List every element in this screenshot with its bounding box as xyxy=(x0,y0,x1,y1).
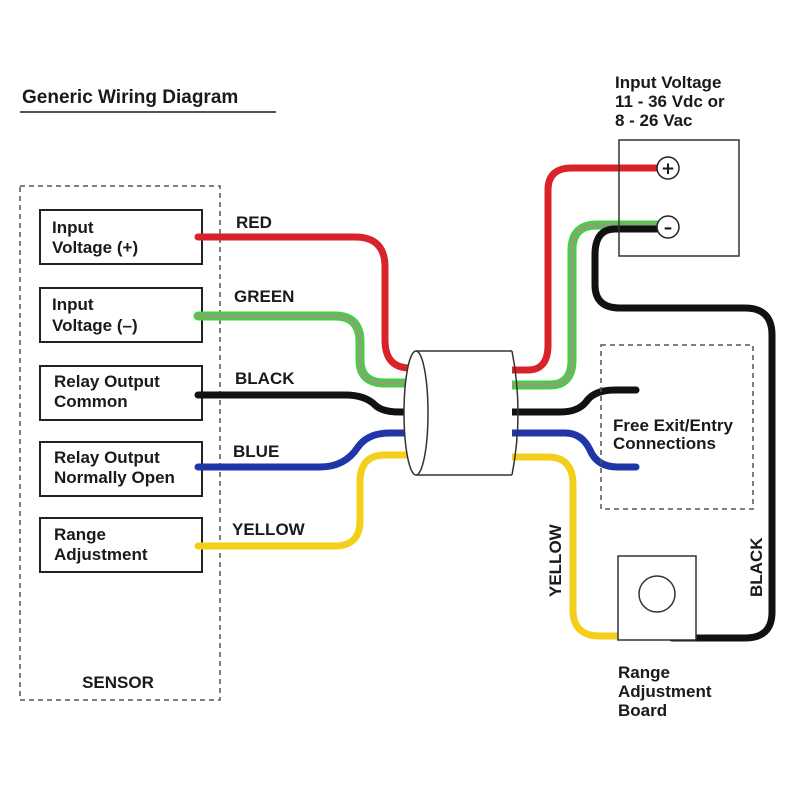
terminal-relay-common: Relay Output Common xyxy=(39,365,203,421)
yellow-vertical-label: YELLOW xyxy=(546,523,565,597)
terminal-label-line2: Voltage (+) xyxy=(52,238,138,257)
black-wire-left xyxy=(194,391,420,416)
power-supply-box xyxy=(618,139,740,257)
sensor-label: SENSOR xyxy=(82,673,154,692)
free-connections-boundary xyxy=(600,344,754,510)
wire-label-yellow: YELLOW xyxy=(232,520,306,539)
black-wire-right xyxy=(508,386,640,416)
supply-label-line1: Input Voltage xyxy=(615,73,721,92)
wire-label-black: BLACK xyxy=(235,369,295,388)
wire-label-green: GREEN xyxy=(234,287,294,306)
supply-label-line2: 11 - 36 Vdc or xyxy=(615,92,725,111)
range-board-label-line3: Board xyxy=(618,701,667,720)
range-board-label-line1: Range xyxy=(618,663,670,682)
terminal-label-line2: Adjustment xyxy=(54,545,148,564)
black-vertical-label: BLACK xyxy=(747,537,766,597)
wire-label-red: RED xyxy=(236,213,272,232)
diagram-title: Generic Wiring Diagram xyxy=(22,87,238,108)
blue-wire-left xyxy=(194,429,420,471)
terminal-range-adjustment: Range Adjustment xyxy=(39,517,203,573)
terminal-input-voltage-minus: Input Voltage (–) xyxy=(39,287,203,343)
terminal-label-line1: Range xyxy=(54,525,106,544)
cable-sleeve xyxy=(403,350,519,476)
terminal-label-line1: Input xyxy=(52,218,94,237)
terminal-input-voltage-plus: Input Voltage (+) xyxy=(39,209,203,265)
terminal-relay-normally-open: Relay Output Normally Open xyxy=(39,441,203,497)
positive-terminal-icon: + xyxy=(656,156,680,180)
terminal-label-line2: Voltage (–) xyxy=(52,316,138,335)
yellow-wire-right xyxy=(508,453,644,640)
wire-label-blue: BLUE xyxy=(233,442,279,461)
blue-wire-right xyxy=(508,429,640,471)
negative-terminal-icon: – xyxy=(656,215,680,239)
negative-terminal-symbol: – xyxy=(664,218,673,238)
positive-terminal-symbol: + xyxy=(661,159,675,179)
terminal-label-line1: Relay Output xyxy=(54,448,160,467)
terminal-label-line2: Normally Open xyxy=(54,468,175,487)
terminal-label-line1: Relay Output xyxy=(54,372,160,391)
adjustment-knob-icon xyxy=(638,575,676,613)
green-wire-right xyxy=(507,220,663,390)
range-board-label-line2: Adjustment xyxy=(618,682,712,701)
terminal-label-line1: Input xyxy=(52,295,94,314)
terminal-label-line2: Common xyxy=(54,392,128,411)
yellow-wire-left xyxy=(194,451,420,550)
green-wire-left xyxy=(193,311,421,388)
free-connections-label-line1: Free Exit/Entry xyxy=(613,416,734,435)
sensor-boundary xyxy=(19,185,221,701)
range-adjustment-board xyxy=(617,555,697,641)
supply-label-line3: 8 - 26 Vac xyxy=(615,111,693,130)
free-connections-label-line2: Connections xyxy=(613,434,716,453)
red-wire-right xyxy=(508,164,662,374)
red-wire-left xyxy=(194,233,420,372)
black-wire-supply-to-board xyxy=(591,225,776,642)
